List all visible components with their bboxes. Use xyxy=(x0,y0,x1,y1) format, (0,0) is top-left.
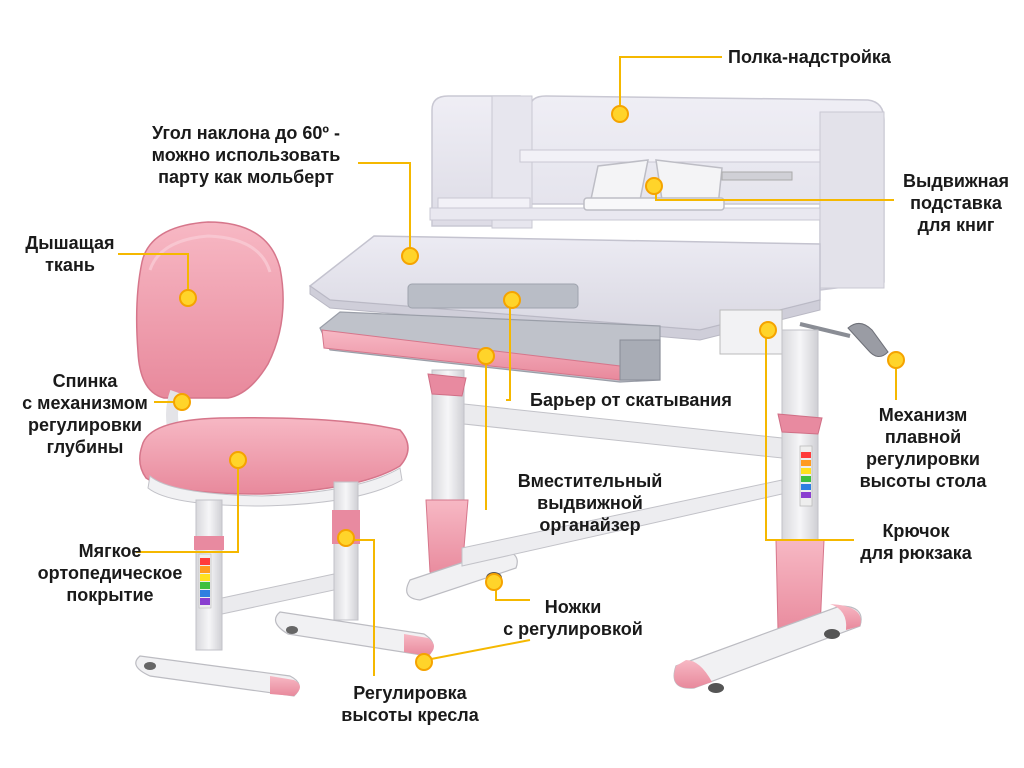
chair-backrest xyxy=(135,221,284,399)
label-hook: Крючок для рюкзака xyxy=(846,520,986,564)
label-back: Спинка с механизмом регулировки глубины xyxy=(10,370,160,458)
callout-dot xyxy=(887,351,905,369)
label-line: покрытие xyxy=(66,585,154,605)
label-line: Мягкое xyxy=(78,541,142,561)
label-line: можно использовать xyxy=(151,145,341,165)
label-line: Ножки xyxy=(544,597,602,617)
callout-dot xyxy=(503,291,521,309)
label-line: высоты стола xyxy=(859,471,987,491)
label-line: выдвижной xyxy=(537,493,643,513)
label-barrier: Барьер от скатывания xyxy=(530,389,732,411)
label-book-stand: Выдвижная подставка для книг xyxy=(894,170,1018,236)
callout-dot xyxy=(415,653,433,671)
tabletop xyxy=(308,235,821,341)
callout-dot xyxy=(611,105,629,123)
label-line: ткань xyxy=(45,255,95,275)
desk xyxy=(308,95,889,693)
label-cover: Мягкое ортопедическое покрытие xyxy=(20,540,200,606)
label-tilt: Угол наклона до 60º - можно использовать… xyxy=(130,122,362,188)
chair xyxy=(135,221,434,697)
callout-dot xyxy=(229,451,247,469)
label-fabric: Дышащая ткань xyxy=(20,232,120,276)
label-line: Вместительный xyxy=(517,471,663,491)
drawer-organizer xyxy=(319,311,661,383)
label-line: Спинка xyxy=(52,371,118,391)
label-line: Регулировка xyxy=(353,683,467,703)
label-line: Угол наклона до 60º - xyxy=(152,123,340,143)
label-line: Дышащая xyxy=(25,233,115,253)
label-line: подставка xyxy=(910,193,1002,213)
label-line: ортопедическое xyxy=(37,563,183,583)
callout-dot xyxy=(485,573,503,591)
callout-dot xyxy=(645,177,663,195)
desk-left-leg xyxy=(406,369,518,601)
label-line: плавной xyxy=(884,427,962,447)
label-line: Барьер от скатывания xyxy=(530,390,732,410)
callout-dot xyxy=(401,247,419,265)
callout-dot xyxy=(179,289,197,307)
label-line: глубины xyxy=(46,437,124,457)
crank-handle xyxy=(799,322,889,357)
label-line: с регулировкой xyxy=(503,619,643,639)
label-line: Выдвижная xyxy=(902,171,1010,191)
label-chair-height: Регулировка высоты кресла xyxy=(320,682,500,726)
label-line: для рюкзака xyxy=(860,543,972,563)
label-legs: Ножки с регулировкой xyxy=(480,596,666,640)
callout-dot xyxy=(477,347,495,365)
label-line: Полка-надстройка xyxy=(728,47,891,67)
label-line: с механизмом xyxy=(22,393,148,413)
label-line: регулировки xyxy=(28,415,142,435)
callout-dot xyxy=(173,393,191,411)
callout-dots xyxy=(173,105,905,671)
label-line: органайзер xyxy=(539,515,641,535)
label-line: Механизм xyxy=(878,405,968,425)
label-organizer: Вместительный выдвижной органайзер xyxy=(500,470,680,536)
book-stand xyxy=(583,159,793,211)
label-line: для книг xyxy=(917,215,995,235)
label-line: регулировки xyxy=(866,449,980,469)
callout-dot xyxy=(759,321,777,339)
desk-right-leg xyxy=(673,329,862,693)
label-line: высоты кресла xyxy=(341,705,479,725)
label-shelf: Полка-надстройка xyxy=(728,46,891,68)
callout-dot xyxy=(337,529,355,547)
label-line: парту как мольберт xyxy=(158,167,334,187)
label-mechanism: Механизм плавной регулировки высоты стол… xyxy=(840,404,1006,492)
label-line: Крючок xyxy=(882,521,950,541)
